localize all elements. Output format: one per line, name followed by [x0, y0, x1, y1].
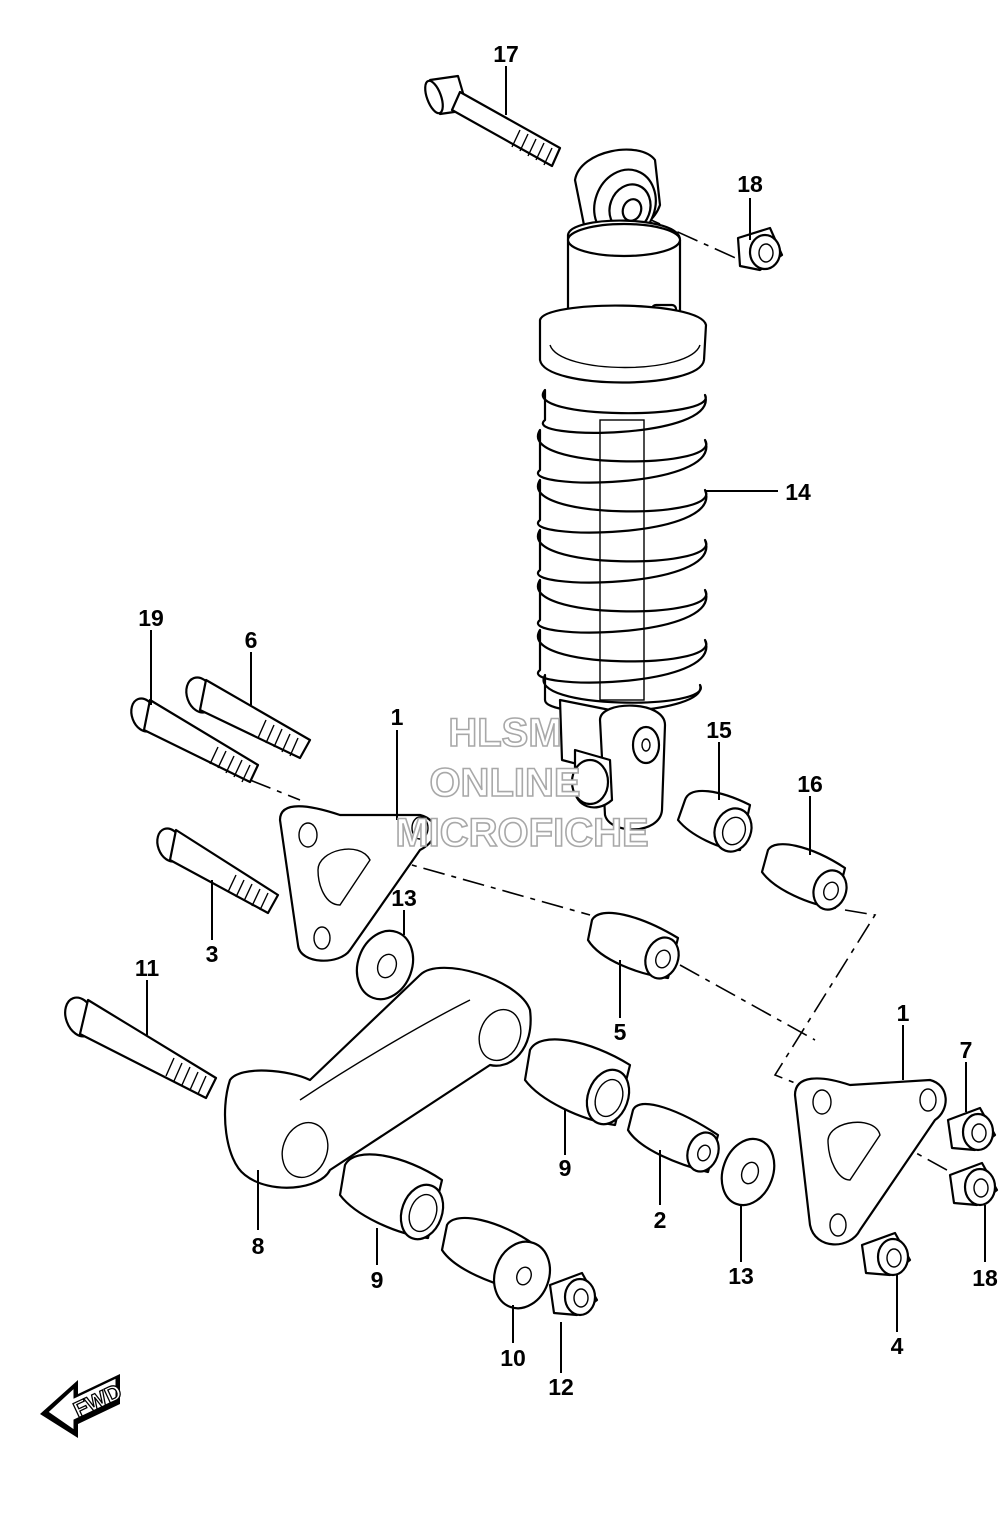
callout-17: 17	[493, 41, 519, 67]
watermark-line-2: ONLINE	[429, 761, 580, 805]
part-2-collar	[626, 1102, 720, 1174]
watermark-line-3: MICROFICHE	[395, 811, 648, 855]
callout-11: 11	[135, 955, 160, 981]
part-5-collar	[586, 911, 680, 980]
part-18-nut-top	[736, 226, 784, 272]
part-9-bearing-lower	[338, 1153, 445, 1241]
callout-1-right: 1	[897, 1000, 910, 1026]
callout-labels: 17 18 14 19 6 1 15 16 13 3 11 5 1 7 9 2 …	[135, 41, 998, 1400]
callout-16: 16	[797, 771, 823, 797]
part-7-nut	[946, 1106, 997, 1152]
callout-9-upper: 9	[559, 1155, 572, 1181]
part-17-bolt	[424, 74, 562, 168]
leader-lines	[146, 66, 986, 1373]
part-12-nut	[548, 1271, 599, 1317]
callout-18-bottom: 18	[972, 1265, 998, 1291]
fwd-arrow-icon: FWD	[40, 1374, 126, 1438]
callout-3: 3	[206, 941, 219, 967]
part-8-cushion-rod	[223, 966, 532, 1189]
part-14-shock-absorber	[536, 148, 708, 831]
callout-19: 19	[138, 605, 164, 631]
part-15-bearing	[676, 789, 753, 853]
callout-10: 10	[500, 1345, 526, 1371]
callout-2: 2	[654, 1207, 667, 1233]
part-4-nut	[860, 1231, 912, 1277]
callout-18-top: 18	[737, 171, 763, 197]
part-1-bracket-left	[278, 805, 437, 962]
part-19-bolt	[130, 697, 260, 784]
part-11-bolt	[64, 996, 218, 1100]
callout-14: 14	[785, 479, 811, 505]
part-3-bolt	[156, 827, 280, 915]
callout-9-lower: 9	[371, 1267, 384, 1293]
part-16-collar	[760, 843, 848, 911]
part-13-washer-right	[720, 1137, 776, 1207]
callout-5: 5	[614, 1019, 627, 1045]
callout-12: 12	[548, 1374, 574, 1400]
watermark: HLSM ONLINE MICROFICHE	[395, 710, 650, 856]
part-1-bracket-right	[793, 1077, 947, 1246]
callout-1-left: 1	[391, 704, 404, 730]
callout-8: 8	[252, 1233, 265, 1259]
callout-13-left: 13	[391, 885, 417, 911]
callout-4: 4	[891, 1333, 904, 1359]
callout-7: 7	[960, 1037, 973, 1063]
callout-13-right: 13	[728, 1263, 754, 1289]
part-13-washer-left	[355, 929, 415, 1001]
callout-15: 15	[706, 717, 732, 743]
callout-6: 6	[245, 627, 258, 653]
part-18-nut-bottom	[948, 1161, 999, 1207]
part-9-bearing-upper	[523, 1038, 632, 1127]
part-6-bolt	[185, 676, 312, 760]
watermark-line-1: HLSM	[448, 711, 561, 755]
part-10-collar	[440, 1216, 552, 1310]
